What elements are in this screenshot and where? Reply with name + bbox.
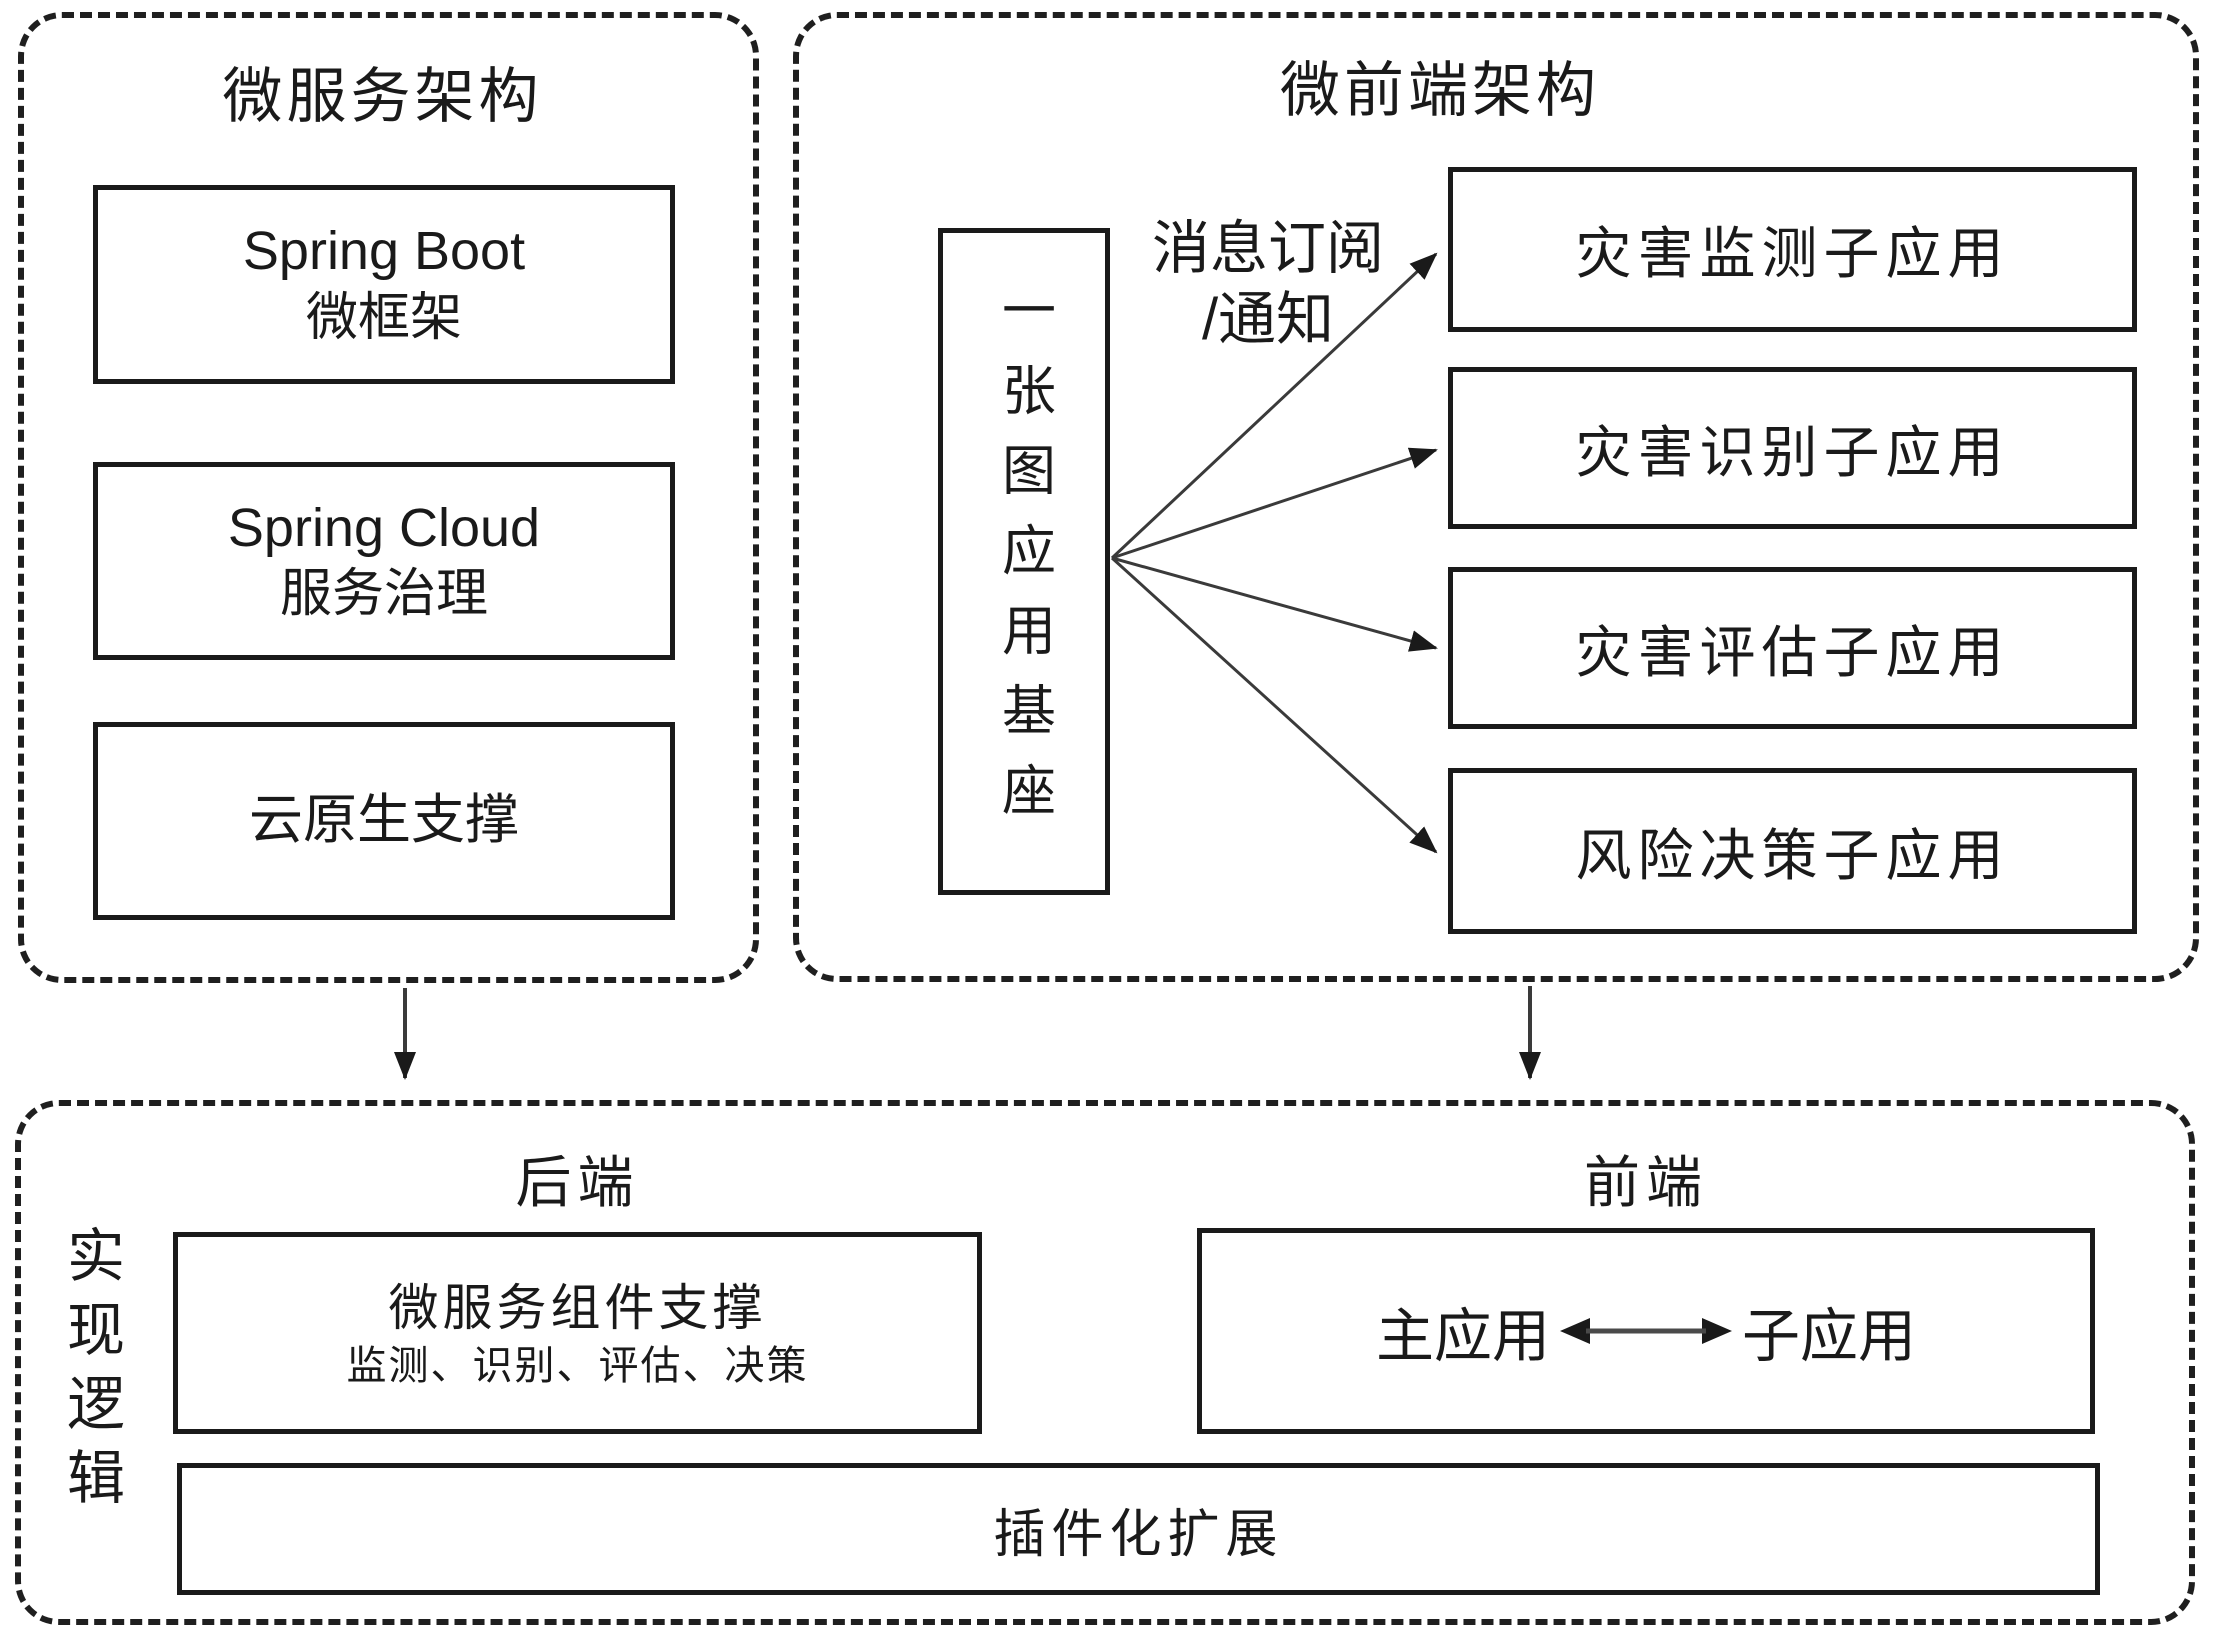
microservice-panel — [18, 12, 759, 983]
subapp-disaster-assess-label: 灾害评估子应用 — [1575, 620, 2010, 684]
spring-boot-line1: Spring Boot — [242, 221, 526, 282]
backend-header: 后端 — [515, 1151, 640, 1214]
cloud-native-box: 云原生支撑 — [93, 722, 675, 920]
plugin-extension-label: 插件化扩展 — [993, 1505, 1284, 1564]
implementation-panel — [15, 1100, 2195, 1625]
sub-app-label: 子应用 — [1742, 1304, 1917, 1369]
subapp-disaster-monitor-box: 灾害监测子应用 — [1448, 167, 2137, 332]
cloud-native-label: 云原生支撑 — [249, 790, 519, 851]
subapp-risk-decision-box: 风险决策子应用 — [1448, 768, 2137, 934]
message-subscribe-line1: 消息订阅 — [1151, 216, 1384, 281]
subapp-disaster-monitor-label: 灾害监测子应用 — [1575, 222, 2010, 285]
frontend-apps-box: 主应用 子应用 — [1197, 1228, 2095, 1434]
subapp-disaster-assess-box: 灾害评估子应用 — [1448, 567, 2137, 729]
microservice-panel-title: 微服务架构 — [222, 63, 543, 130]
one-map-base-label: 一张图应用基座 — [993, 281, 1054, 842]
microfrontend-panel — [793, 12, 2199, 982]
subapp-disaster-identify-box: 灾害识别子应用 — [1448, 367, 2137, 529]
microfrontend-panel-title: 微前端架构 — [1280, 57, 1600, 124]
plugin-extension-box: 插件化扩展 — [177, 1463, 2100, 1595]
main-sub-double-arrow-icon — [1560, 1318, 1732, 1344]
spring-cloud-line2: 服务治理 — [279, 565, 488, 624]
one-map-base-box: 一张图应用基座 — [938, 228, 1110, 895]
subapp-risk-decision-label: 风险决策子应用 — [1575, 823, 2010, 887]
subapp-disaster-identify-label: 灾害识别子应用 — [1575, 420, 2010, 484]
spring-cloud-box: Spring Cloud 服务治理 — [93, 462, 675, 660]
microservice-component-box: 微服务组件支撑 监测、识别、评估、决策 — [173, 1232, 982, 1434]
microservice-component-subtitle: 监测、识别、评估、决策 — [346, 1343, 809, 1388]
message-subscribe-label: 消息订阅 /通知 — [1112, 214, 1424, 356]
microservice-component-title: 微服务组件支撑 — [388, 1279, 767, 1336]
spring-boot-box: Spring Boot 微框架 — [93, 185, 675, 384]
main-app-label: 主应用 — [1375, 1304, 1550, 1369]
spring-cloud-line1: Spring Cloud — [227, 497, 541, 558]
spring-boot-line2: 微框架 — [305, 288, 462, 347]
implementation-side-label: 实现逻辑 — [58, 1225, 123, 1521]
message-subscribe-line2: /通知 — [1201, 286, 1335, 352]
frontend-header: 前端 — [1584, 1151, 1708, 1214]
